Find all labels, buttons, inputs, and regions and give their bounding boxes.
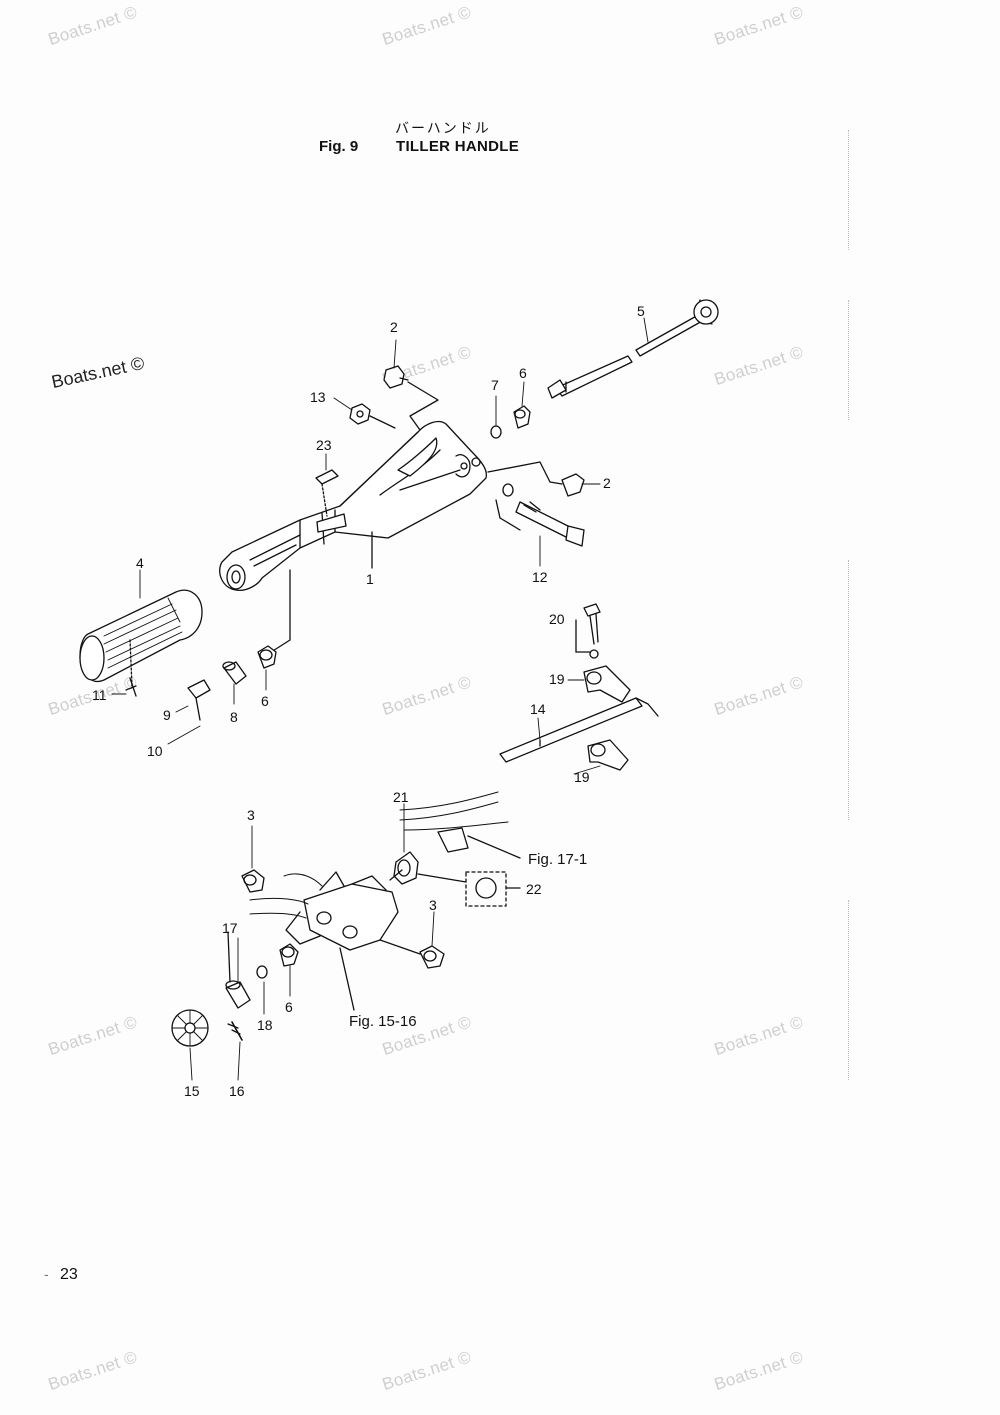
label-part-9: 9 (163, 707, 171, 723)
part-15-knob (171, 1009, 209, 1047)
page-number-dash: - (44, 1266, 49, 1282)
label-part-4: 4 (136, 555, 144, 571)
label-part-22: 22 (526, 881, 542, 897)
part-6-bushing-top (513, 405, 531, 429)
scan-edge (848, 560, 851, 820)
label-part-17: 17 (222, 920, 238, 936)
label-part-18: 18 (257, 1017, 273, 1033)
part-labels: 2 5 7 6 13 23 2 1 12 4 20 19 11 6 9 8 14… (92, 303, 645, 1099)
page-number: 23 (60, 1266, 78, 1283)
part-14-rod (499, 697, 659, 763)
part-19-upper-clamp (583, 665, 631, 703)
reference-fig-15-16: Fig. 15-16 (349, 1013, 417, 1030)
part-2-right-bolt (487, 461, 585, 497)
label-part-19-upper: 19 (549, 671, 565, 687)
label-part-3-lower: 3 (429, 897, 437, 913)
label-part-19-lower: 19 (574, 769, 590, 785)
control-bracket (249, 869, 403, 1011)
part-11-screw (125, 677, 137, 697)
label-part-7: 7 (491, 377, 499, 393)
tiller-arm (219, 420, 488, 591)
label-part-6-lower: 6 (285, 999, 293, 1015)
part-18-washer (256, 965, 268, 979)
label-part-2-upper: 2 (390, 319, 398, 335)
figure-title: TILLER HANDLE (396, 138, 520, 155)
part-16-pin (231, 1021, 243, 1041)
label-part-5: 5 (637, 303, 645, 319)
part-5-shaft (547, 299, 719, 399)
part-20-bolt (575, 603, 601, 659)
label-part-20: 20 (549, 611, 565, 627)
part-7-washer (490, 425, 502, 439)
label-part-2-right: 2 (603, 475, 611, 491)
label-part-3-upper: 3 (247, 807, 255, 823)
scan-edge (848, 300, 851, 420)
figure-number: Fig. 9 (319, 138, 359, 155)
label-part-11: 11 (92, 687, 107, 703)
label-part-12: 12 (532, 569, 548, 585)
part-22-box (465, 871, 507, 907)
part-3-lower (379, 939, 445, 969)
label-part-10: 10 (147, 743, 163, 759)
part-19-lower-clamp (587, 739, 629, 771)
leader-lines (111, 317, 649, 1081)
part-4-grip (79, 589, 203, 682)
label-part-15: 15 (184, 1083, 200, 1099)
label-part-8: 8 (230, 709, 238, 725)
part-13-nut (349, 403, 396, 429)
label-part-16: 16 (229, 1083, 245, 1099)
label-part-23: 23 (316, 437, 332, 453)
label-part-6-left: 6 (261, 693, 269, 709)
part-17-spacer (225, 981, 251, 1009)
label-part-1: 1 (366, 571, 374, 587)
part-6-bushing-left (257, 645, 277, 669)
part-22-cap (475, 877, 497, 899)
title-japanese: バーハンドル (395, 121, 491, 137)
part-8-spacer (223, 661, 247, 685)
part-21-grommet (393, 851, 467, 885)
part-9-clip (187, 679, 211, 699)
part-12-bolt (495, 483, 585, 547)
label-part-14: 14 (530, 701, 546, 717)
label-part-13: 13 (310, 389, 326, 405)
scan-edge (848, 130, 851, 250)
part-2-upper-bolt (383, 365, 439, 431)
label-part-6-top: 6 (519, 365, 527, 381)
scan-edge (848, 900, 851, 1080)
label-part-21: 21 (393, 789, 409, 805)
reference-fig-17-1: Fig. 17-1 (528, 851, 587, 868)
part-23-plate (315, 469, 339, 485)
part-3-upper (241, 869, 265, 893)
